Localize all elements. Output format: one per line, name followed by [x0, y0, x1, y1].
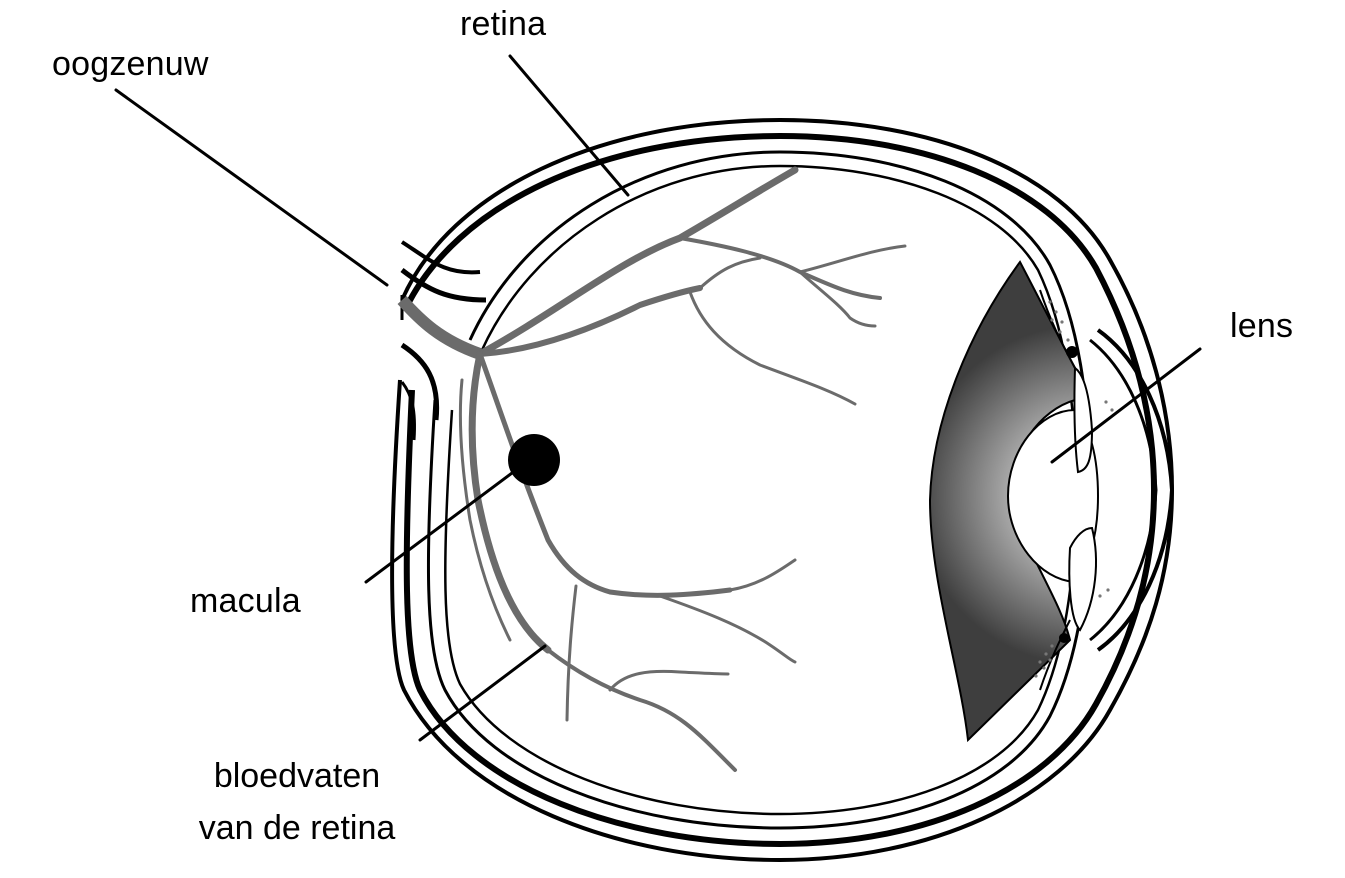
label-oogzenuw: oogzenuw	[52, 45, 209, 83]
leader-lens	[1050, 347, 1202, 464]
leader-lines	[114, 54, 1202, 742]
label-macula: macula	[190, 582, 301, 620]
label-bloedvaten-line1: bloedvaten	[213, 757, 381, 795]
leader-oogzenuw	[114, 88, 389, 287]
label-lens: lens	[1230, 307, 1294, 345]
optic-nerve	[397, 240, 487, 441]
cornea	[1089, 328, 1175, 652]
retinal-vessels	[458, 166, 907, 772]
label-retina: retina	[460, 5, 547, 43]
leader-retina	[508, 54, 630, 197]
leader-macula	[364, 468, 518, 584]
lens-body	[928, 260, 1114, 743]
macula-spot	[508, 434, 560, 486]
leader-bloedvaten	[418, 644, 547, 742]
label-bloedvaten-line2: van de retina	[198, 809, 396, 847]
label-bloedvaten: bloedvaten van de retina	[167, 750, 427, 854]
